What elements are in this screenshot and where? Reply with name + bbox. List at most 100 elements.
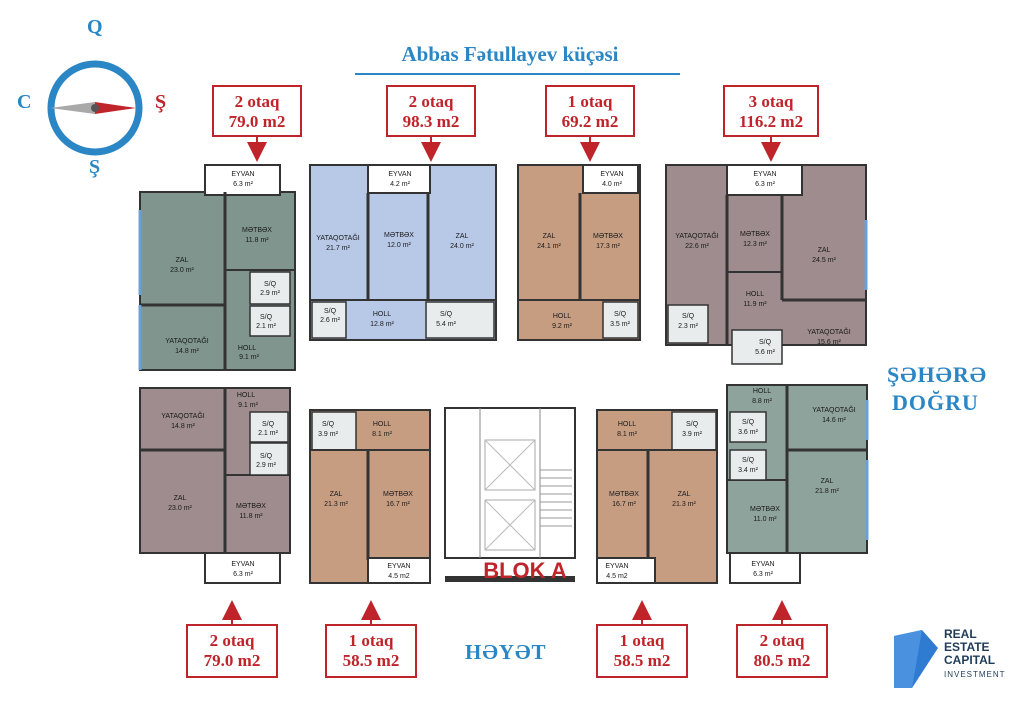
room-area: 24.5 m² [812,257,836,264]
room-name: YATAQOTAĞI [165,336,208,345]
room-name: YATAQOTAĞI [675,231,718,240]
compass-west-label: C [17,91,32,113]
room-name: S/Q [262,421,275,428]
room-name: MƏTBƏX [383,491,413,498]
room-area: 8.1 m² [372,431,393,438]
logo-line3: CAPITAL [944,653,996,667]
unit-bottom-1 [139,387,291,584]
unit-top-3 [517,164,641,341]
room-area: 22.6 m² [685,243,709,250]
room-name: HOLL [373,311,391,318]
room-area: 5.6 m² [755,349,776,356]
room-area: 12.3 m² [743,241,767,248]
room-name: S/Q [742,419,755,426]
room-area: 15.6 m² [817,339,841,346]
room-name: ZAL [543,233,556,240]
room-area: 2.1 m² [258,430,279,437]
unit-bottom-3 [596,409,718,584]
company-logo: REAL ESTATE CAPITAL INVESTMENT [892,627,1005,692]
room-area: 21.7 m² [326,245,350,252]
unit-bottom-2 [309,409,431,584]
unit-top-2 [309,164,497,341]
room-name: EYVAN [387,563,410,570]
room-name: ZAL [330,491,343,498]
callout-bottom-3: 1 otaq 58.5 m2 [596,624,688,678]
room-area: 23.0 m² [170,267,194,274]
unit-top-1 [138,164,296,371]
room-area: 17.3 m² [596,243,620,250]
callout-bottom-2: 1 otaq 58.5 m2 [325,624,417,678]
room-area: 4.0 m² [602,181,623,188]
callout-top-2: 2 otaq 98.3 m2 [386,85,476,137]
room-name: S/Q [322,421,335,428]
room-name: S/Q [742,457,755,464]
room-area: 8.1 m² [617,431,638,438]
callout-bottom-1: 2 otaq 79.0 m2 [186,624,278,678]
callout-area: 69.2 m2 [561,112,619,131]
room-area: 16.7 m² [386,501,410,508]
logo-line2: ESTATE [944,640,990,654]
room-name: EYVAN [600,171,623,178]
room-area: 4.2 m² [390,181,411,188]
room-area: 11.8 m² [245,237,269,244]
room-area: 21.3 m² [324,501,348,508]
room-name: YATAQOTAĞI [812,405,855,414]
room-name: S/Q [614,311,627,318]
room-area: 3.5 m² [610,321,631,328]
callout-rooms: 2 otaq [408,92,454,111]
room-name: EYVAN [231,561,254,568]
room-name: HOLL [746,291,764,298]
room-area: 16.7 m² [612,501,636,508]
callout-area: 80.5 m2 [753,651,811,670]
callout-top-3: 1 otaq 69.2 m2 [545,85,635,137]
room-area: 2.3 m² [678,323,699,330]
room-name: S/Q [260,314,273,321]
street-name: Abbas Fətullayev küçəsi [401,42,619,66]
room-name: S/Q [686,421,699,428]
block-label: BLOK A [483,558,567,583]
room-name: MƏTBƏX [740,231,770,238]
room-area: 2.9 m² [260,290,281,297]
logo-line4: INVESTMENT [944,670,1006,679]
room-area: 24.0 m² [450,243,474,250]
room-name: MƏTBƏX [750,506,780,513]
room-area: 21.3 m² [672,501,696,508]
room-area: 11.9 m² [743,301,767,308]
compass-north-label: Q [87,16,103,38]
unit-top-4 [665,164,868,365]
room-name: MƏTBƏX [593,233,623,240]
room-area: 14.8 m² [171,423,195,430]
city-direction-label-line2: DOĞRU [892,390,979,415]
logo-mark-icon [894,630,938,688]
callout-area: 79.0 m2 [203,651,261,670]
room-area: 4.5 m2 [606,573,628,580]
room-area: 23.0 m² [168,505,192,512]
callout-top-4: 3 otaq 116.2 m2 [723,85,819,137]
room-name: MƏTBƏX [236,503,266,510]
callout-area: 58.5 m2 [613,651,671,670]
street-underline [355,73,680,75]
room-area: 3.9 m² [682,431,703,438]
room-area: 12.0 m² [387,242,411,249]
room-area: 5.4 m² [436,321,457,328]
room-name: HOLL [753,388,771,395]
room-area: 9.2 m² [552,323,573,330]
room-name: S/Q [324,308,337,315]
room-name: S/Q [264,281,277,288]
callout-rooms: 1 otaq [619,631,665,650]
room-name: HOLL [373,421,391,428]
room-area: 21.8 m² [815,488,839,495]
yard-label: HƏYƏT [465,640,547,664]
room-area: 6.3 m² [233,181,254,188]
room-name: EYVAN [388,171,411,178]
room-area: 2.1 m² [256,323,277,330]
unit-bottom-4 [726,384,869,584]
callout-rooms: 1 otaq [567,92,613,111]
room-name: YATAQOTAĞI [161,411,204,420]
logo-line1: REAL [944,627,977,641]
city-direction-label-line1: ŞƏHƏRƏ [887,362,987,387]
callout-area: 116.2 m2 [738,112,804,131]
room-name: EYVAN [751,561,774,568]
